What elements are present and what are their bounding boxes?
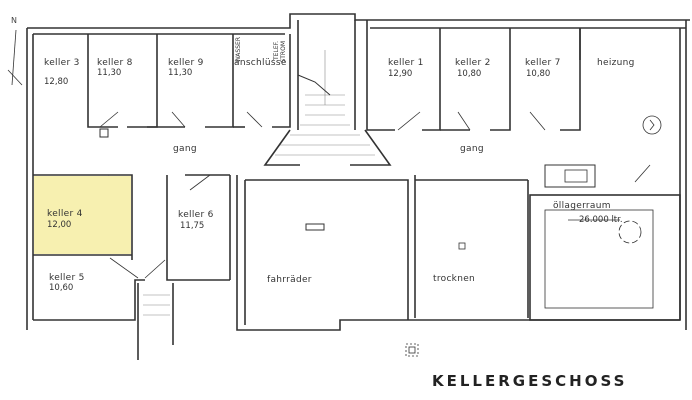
room-name: keller 2 [455, 58, 491, 68]
room-name: keller 7 [525, 58, 561, 68]
room-area: 12,90 [388, 69, 413, 79]
room-name: keller 3 [44, 58, 80, 68]
room-area: 10,80 [457, 69, 482, 79]
tank-capacity: 26.000 ltr. [579, 215, 623, 225]
room-area: 10,80 [526, 69, 551, 79]
room-keller-1[interactable]: keller 1 12,90 [368, 29, 439, 129]
room-anschluesse[interactable]: WASSER TELEF. STROM anschlüsse [234, 35, 289, 125]
room-heizung[interactable]: heizung [581, 29, 679, 159]
room-keller-4[interactable]: keller 4 12,00 [34, 176, 131, 254]
corridor-name: gang [173, 144, 197, 154]
room-name: fahrräder [267, 275, 312, 285]
room-name: heizung [597, 58, 635, 68]
room-name: trocknen [433, 274, 476, 284]
north-arrow-icon [7, 29, 23, 86]
corridor-gang-east[interactable]: gang [400, 135, 540, 170]
keller-4-highlight [34, 176, 131, 254]
room-area: 12,00 [47, 220, 72, 230]
room-name: keller 1 [388, 58, 424, 68]
plan-title: KELLERGESCHOSS [432, 372, 628, 390]
room-area: 10,60 [49, 283, 74, 293]
room-name: keller 8 [97, 58, 133, 68]
room-trocknen[interactable]: trocknen [416, 181, 527, 317]
room-area: 11,30 [168, 68, 193, 78]
room-name: anschlüsse [234, 58, 287, 68]
room-keller-7[interactable]: keller 7 10,80 [511, 29, 579, 129]
corridor-gang-west[interactable]: gang [120, 135, 270, 170]
room-oellagerraum[interactable]: öllagerraum 26.000 ltr. [531, 196, 679, 319]
room-keller-5[interactable]: keller 5 10,60 [34, 256, 134, 319]
room-keller-8[interactable]: keller 8 11,30 [89, 35, 156, 125]
room-name: keller 6 [178, 210, 214, 220]
room-area: 11,75 [180, 221, 205, 231]
room-fahrraeder[interactable]: fahrräder [246, 181, 407, 319]
north-label: N [11, 16, 17, 25]
room-area: 12,80 [44, 77, 69, 87]
room-name: keller 4 [47, 209, 83, 219]
room-keller-2[interactable]: keller 2 10,80 [441, 29, 509, 129]
room-name: keller 9 [168, 58, 204, 68]
room-keller-3[interactable]: keller 3 12,80 [34, 35, 87, 125]
room-keller-6[interactable]: keller 6 11,75 [168, 176, 229, 279]
room-area: 11,30 [97, 68, 122, 78]
room-name: öllagerraum [553, 201, 611, 211]
room-keller-9[interactable]: keller 9 11,30 [158, 35, 232, 125]
room-name: keller 5 [49, 273, 85, 283]
corridor-name: gang [460, 144, 484, 154]
